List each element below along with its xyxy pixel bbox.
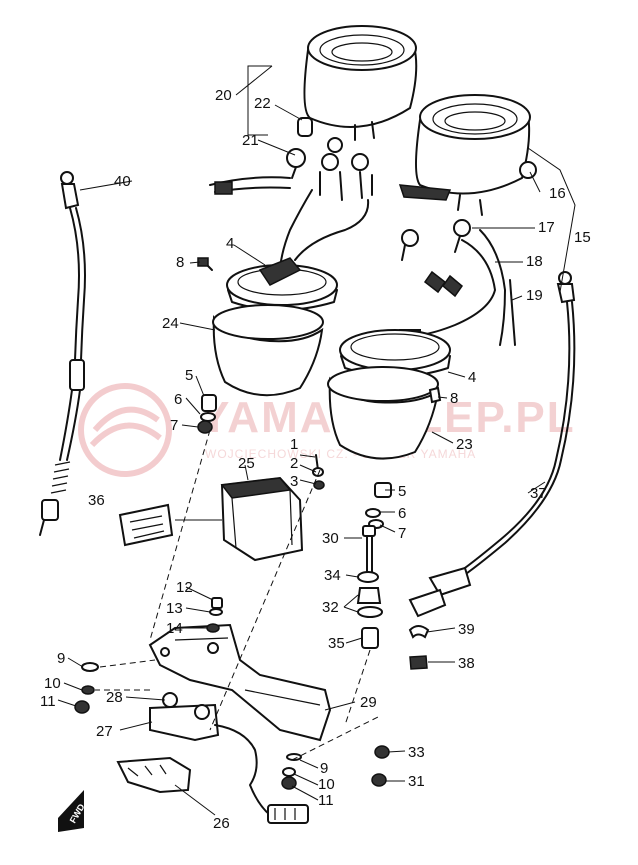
callout-5a: 5 xyxy=(185,367,193,384)
callout-30: 30 xyxy=(322,530,339,547)
tachometer-unit xyxy=(398,94,537,216)
socket-plate xyxy=(149,692,309,824)
callout-27: 27 xyxy=(96,723,113,740)
mount-bolt-assembly xyxy=(356,525,383,649)
callout-9b: 9 xyxy=(320,760,328,777)
tachometer-cable xyxy=(408,271,576,618)
callout-34: 34 xyxy=(324,567,341,584)
callout-9a: 9 xyxy=(57,650,65,667)
callout-13: 13 xyxy=(166,600,183,617)
leader-lines xyxy=(57,65,546,816)
callout-labels: 20 22 21 40 16 4 8 17 15 18 19 24 5 6 7 … xyxy=(40,87,591,832)
callout-40: 40 xyxy=(114,173,131,190)
callout-38: 38 xyxy=(458,655,475,672)
callout-7a: 7 xyxy=(170,417,178,434)
bracket-hardware-right xyxy=(281,753,302,790)
callout-4a: 4 xyxy=(226,235,234,252)
bracket-hardware-left xyxy=(74,662,99,714)
callout-39: 39 xyxy=(458,621,475,638)
callout-22: 22 xyxy=(254,95,271,112)
front-direction-badge: FWD xyxy=(58,790,87,832)
callout-12: 12 xyxy=(176,579,193,596)
speedometer-unit xyxy=(303,25,418,141)
callout-15: 15 xyxy=(574,229,591,246)
indicator-housing xyxy=(220,476,304,562)
callout-37: 37 xyxy=(530,485,547,502)
assembly-lines xyxy=(95,429,381,761)
callout-31: 31 xyxy=(408,773,425,790)
callout-8b: 8 xyxy=(450,390,458,407)
indicator-lens xyxy=(118,503,174,547)
callout-10a: 10 xyxy=(44,675,61,692)
callout-10b: 10 xyxy=(318,776,335,793)
callout-36: 36 xyxy=(88,492,105,509)
callout-4b: 4 xyxy=(468,369,476,386)
callout-21: 21 xyxy=(242,132,259,149)
callout-28: 28 xyxy=(106,689,123,706)
callout-1: 1 xyxy=(290,436,298,453)
callout-11b: 11 xyxy=(318,792,334,809)
callout-19: 19 xyxy=(526,287,543,304)
callout-25: 25 xyxy=(238,455,255,472)
callout-32: 32 xyxy=(322,599,339,616)
callout-7b: 7 xyxy=(398,525,406,542)
callout-2: 2 xyxy=(290,455,298,472)
callout-16: 16 xyxy=(549,185,566,202)
callout-29: 29 xyxy=(360,694,377,711)
callout-18: 18 xyxy=(526,253,543,270)
grommet-stack-left xyxy=(197,394,217,434)
callout-3: 3 xyxy=(290,473,298,490)
callout-17: 17 xyxy=(538,219,555,236)
callout-14: 14 xyxy=(166,620,183,637)
callout-26: 26 xyxy=(213,815,230,832)
cable-hardware xyxy=(371,625,430,787)
watermark: YAMA-SKLEP.PL WOJCIECHOWSKI CZ. - DEALER… xyxy=(78,383,574,477)
speedometer-cable xyxy=(39,171,86,536)
gauge-case-left xyxy=(212,257,338,397)
callout-33: 33 xyxy=(408,744,425,761)
callout-24: 24 xyxy=(162,315,179,332)
callout-6a: 6 xyxy=(174,391,182,408)
group-bracket-15 xyxy=(527,147,576,293)
grommet-stack-right xyxy=(365,482,392,529)
gauge-case-right xyxy=(327,329,451,460)
callout-8a: 8 xyxy=(176,254,184,271)
bracket-screws xyxy=(206,597,223,633)
screw-set xyxy=(197,257,325,490)
callout-11a: 11 xyxy=(40,693,56,710)
bulb-sockets-right xyxy=(399,219,516,347)
watermark-logo xyxy=(78,383,172,477)
callout-20: 20 xyxy=(215,87,232,104)
callout-23: 23 xyxy=(456,436,473,453)
callout-6b: 6 xyxy=(398,505,406,522)
callout-5b: 5 xyxy=(398,483,406,500)
callout-35: 35 xyxy=(328,635,345,652)
group-bracket-20 xyxy=(247,65,272,136)
socket-cover xyxy=(116,756,192,794)
meter-bracket xyxy=(148,623,332,742)
